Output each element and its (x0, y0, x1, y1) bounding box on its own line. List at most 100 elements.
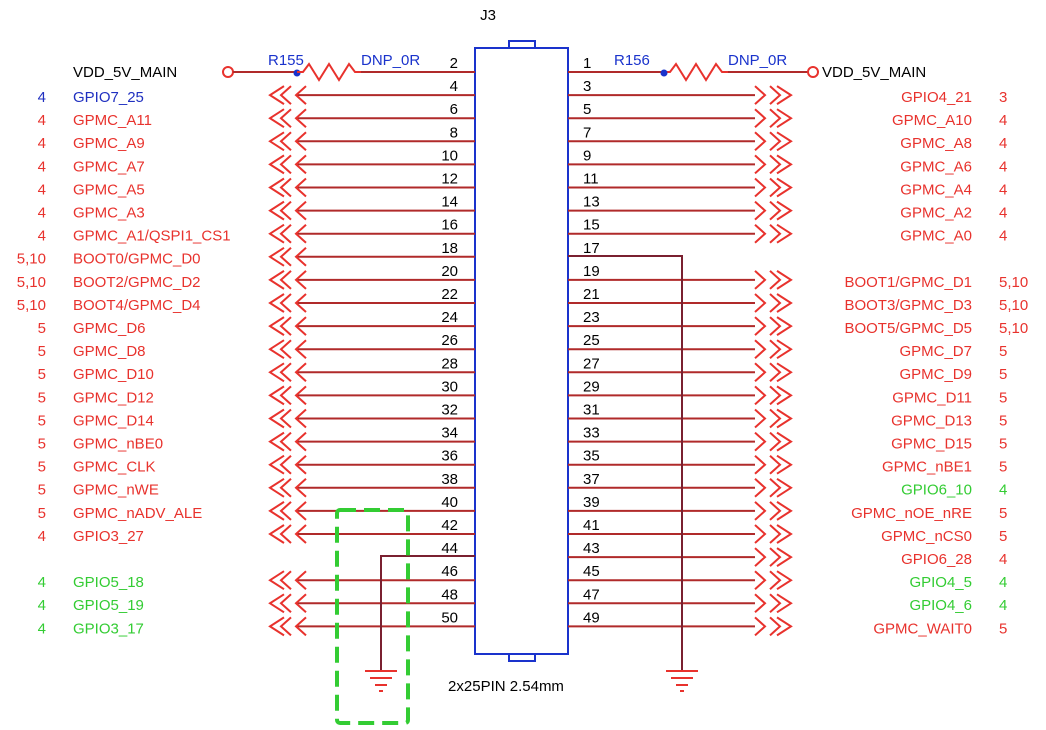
offpage-connector-icon (754, 177, 767, 198)
ground-left (365, 555, 475, 692)
offpage-connector-icon (294, 385, 307, 406)
pin-number: 13 (583, 194, 600, 211)
pin-number: 47 (583, 586, 600, 603)
sheet-ref: 4 (38, 205, 46, 222)
offpage-connector-icon (754, 154, 767, 175)
sheet-ref: 5 (38, 436, 46, 453)
sheet-ref: 4 (38, 620, 46, 637)
offpage-connector-icon (754, 524, 767, 544)
offpage-connector-icon (776, 362, 793, 383)
offpage-connector-icon (754, 131, 767, 152)
offpage-connector-icon (776, 385, 793, 406)
offpage-connector-icon (754, 501, 767, 521)
sheet-ref: 4 (999, 551, 1007, 568)
pin-number: 16 (441, 217, 458, 234)
sheet-ref: 4 (38, 135, 46, 152)
sheet-ref: 4 (999, 112, 1007, 129)
sheet-ref: 5 (999, 505, 1007, 522)
offpage-connector-icon (279, 524, 292, 544)
sheet-ref: 4 (38, 112, 46, 129)
offpage-connector-icon (769, 593, 782, 614)
offpage-connector-icon (754, 547, 767, 567)
offpage-connector-icon (268, 316, 285, 336)
pin-number: 2 (450, 55, 458, 72)
offpage-connector-icon (294, 570, 307, 590)
pin-number: 6 (450, 101, 458, 118)
offpage-connector-icon (776, 501, 793, 521)
net-label: GPMC_nADV_ALE (73, 505, 202, 522)
sheet-ref: 4 (999, 597, 1007, 614)
pin-number: 15 (583, 217, 600, 234)
offpage-connector-icon (776, 85, 793, 105)
resistor-r156-value: DNP_0R (728, 52, 787, 69)
sheet-ref: 5 (999, 459, 1007, 476)
offpage-connector-icon (769, 200, 782, 221)
pin-number: 49 (583, 609, 600, 626)
sheet-ref: 5,10 (17, 297, 46, 314)
offpage-connector-icon (268, 270, 285, 290)
sheet-ref: 4 (38, 574, 46, 591)
power-net-left: VDD_5V_MAIN (73, 64, 177, 81)
offpage-connector-icon (754, 316, 767, 336)
sheet-ref: 5 (999, 389, 1007, 406)
sheet-ref: 5 (38, 459, 46, 476)
net-label: GPMC_D9 (899, 366, 972, 383)
pin-number: 1 (583, 55, 591, 72)
net-label: BOOT0/GPMC_D0 (73, 251, 201, 268)
pin-number: 35 (583, 448, 600, 465)
offpage-connector-icon (776, 223, 793, 244)
pin-number: 20 (441, 263, 458, 280)
net-label: BOOT2/GPMC_D2 (73, 274, 201, 291)
offpage-connector-icon (268, 501, 285, 521)
offpage-connector-icon (279, 362, 292, 383)
net-label: GPIO5_19 (73, 597, 144, 614)
offpage-connector-icon (294, 408, 307, 429)
sheet-ref: 5 (999, 366, 1007, 383)
offpage-connector-icon (776, 431, 793, 452)
sheet-ref: 5 (999, 343, 1007, 360)
net-label: GPMC_A3 (73, 205, 145, 222)
offpage-connector-icon (769, 223, 782, 244)
offpage-connector-icon (754, 270, 767, 290)
sheet-ref: 5 (38, 343, 46, 360)
sheet-ref: 3 (999, 89, 1007, 106)
offpage-connector-icon (279, 316, 292, 336)
net-label: GPMC_A5 (73, 181, 145, 198)
pin-number: 43 (583, 540, 600, 557)
offpage-connector-icon (268, 339, 285, 360)
offpage-connector-icon (268, 477, 285, 498)
offpage-connector-icon (754, 108, 767, 128)
offpage-connector-icon (776, 339, 793, 360)
offpage-connector-icon (279, 593, 292, 614)
highlight-box (335, 508, 410, 725)
power-right: VDD_5V_MAIN R156 DNP_0R (568, 52, 926, 82)
pin-number: 17 (583, 240, 600, 257)
offpage-connector-icon (769, 385, 782, 406)
pin-number: 9 (583, 147, 591, 164)
offpage-connector-icon (769, 501, 782, 521)
offpage-connector-icon (776, 131, 793, 152)
offpage-connector-icon (294, 616, 307, 637)
offpage-connector-icon (294, 247, 307, 267)
offpage-connector-icon (268, 85, 285, 105)
pin-number: 37 (583, 471, 600, 488)
sheet-ref: 5 (999, 528, 1007, 545)
pin-number: 41 (583, 517, 600, 534)
net-label: GPIO6_28 (901, 551, 972, 568)
connector-body (474, 47, 569, 655)
net-label: GPIO4_6 (909, 597, 972, 614)
offpage-connector-icon (294, 154, 307, 175)
offpage-connector-icon (769, 616, 782, 637)
offpage-connector-icon (294, 177, 307, 198)
net-label: GPIO4_5 (909, 574, 972, 591)
offpage-connector-icon (754, 454, 767, 475)
offpage-connector-icon (776, 293, 793, 313)
offpage-connector-icon (776, 200, 793, 221)
net-label: GPMC_D6 (73, 320, 146, 337)
net-label: GPMC_nOE_nRE (851, 505, 972, 522)
offpage-connector-icon (776, 270, 793, 290)
offpage-connector-icon (268, 431, 285, 452)
offpage-connector-icon (279, 408, 292, 429)
sheet-ref: 4 (999, 205, 1007, 222)
